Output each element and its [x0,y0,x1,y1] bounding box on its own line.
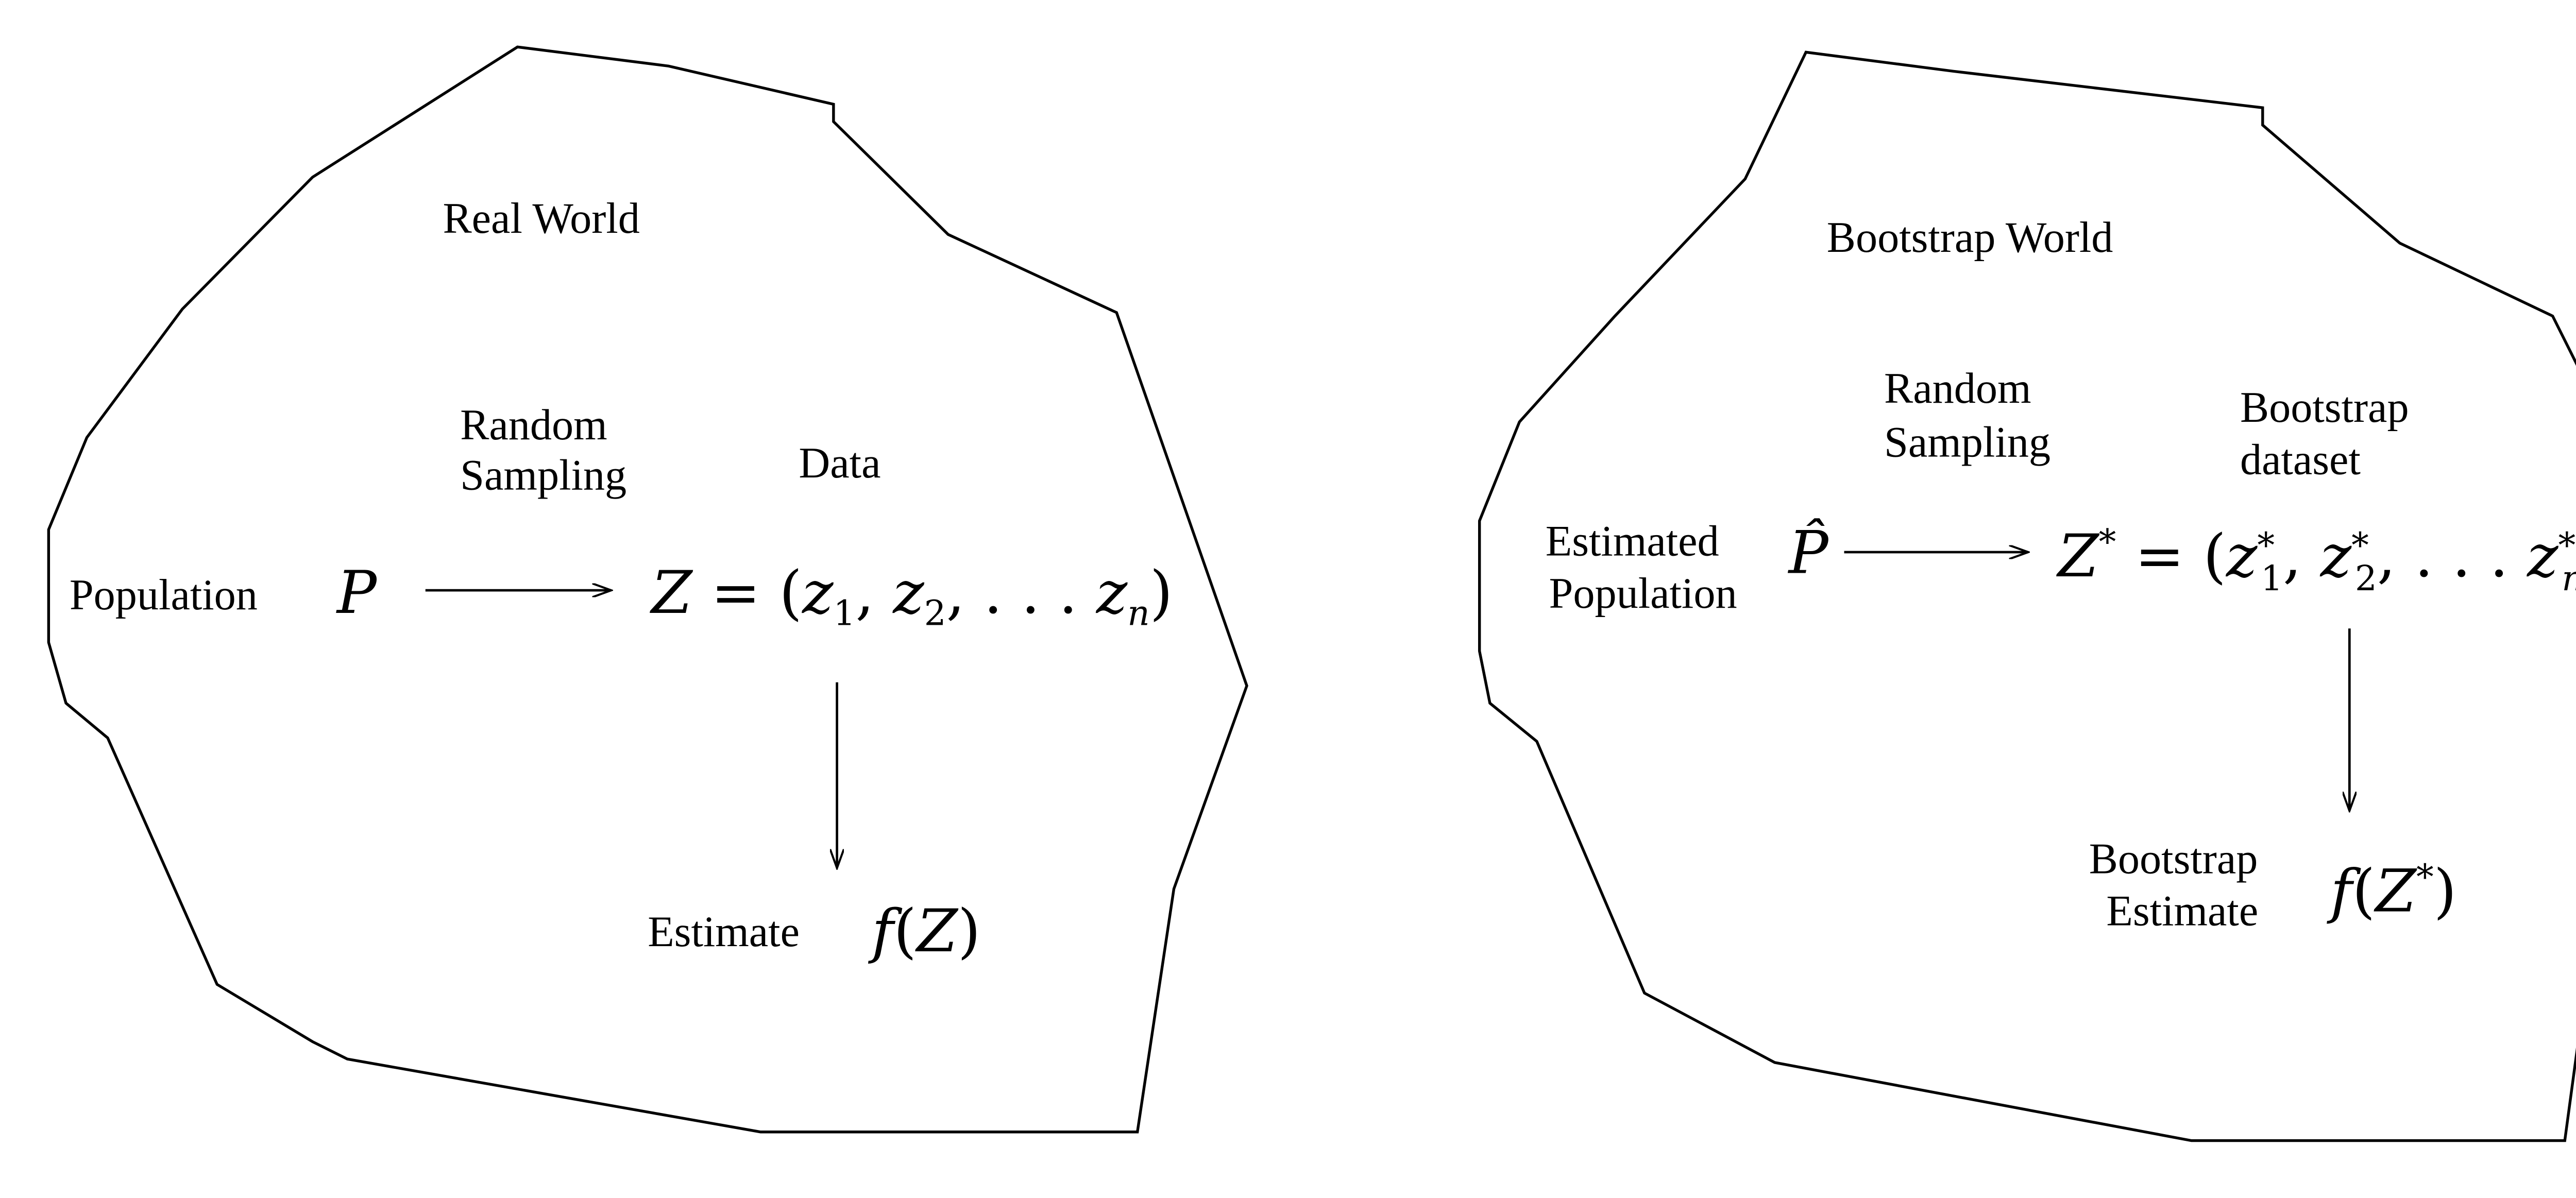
real-estimate-expression: f(Z) [868,897,980,966]
real-sampling-label-1: Random [460,401,607,449]
real-population-label: Population [70,571,258,619]
bootstrap-data-expression: Z* = (z*1, z*2, . . . z*n) [2056,521,2576,598]
bootstrap-estimate-label-2: Estimate [2106,887,2258,935]
bootstrap-estimate-label-1: Bootstrap [2089,835,2258,883]
bootstrap-world-panel: Bootstrap World Random Sampling Bootstra… [1478,50,2576,1142]
bootstrap-population-label-2: Population [1549,570,1737,618]
real-world-panel: Real World Random Sampling Data Populati… [47,45,1248,1134]
real-estimate-label: Estimate [648,908,800,956]
bootstrap-sampling-label-1: Random [1884,365,2031,413]
real-data-label: Data [799,439,880,487]
bootstrap-population-label-1: Estimated [1546,518,1719,566]
real-data-expression: Z = (z1, z2, . . . zn) [650,559,1173,634]
real-population-symbol: P [336,559,378,627]
bootstrap-population-symbol: P̂ [1788,518,1829,588]
bootstrap-estimate-expression: f(Z*) [2326,857,2456,926]
real-world-boundary [47,45,1248,1134]
bootstrap-world-boundary [1478,50,2576,1142]
real-world-title: Real World [443,195,639,243]
bootstrap-world-title: Bootstrap World [1827,214,2113,262]
bootstrap-data-label-2: dataset [2240,436,2361,484]
bootstrap-data-label-1: Bootstrap [2240,384,2409,432]
bootstrap-sampling-label-2: Sampling [1884,419,2050,467]
real-sampling-label-2: Sampling [460,452,626,500]
